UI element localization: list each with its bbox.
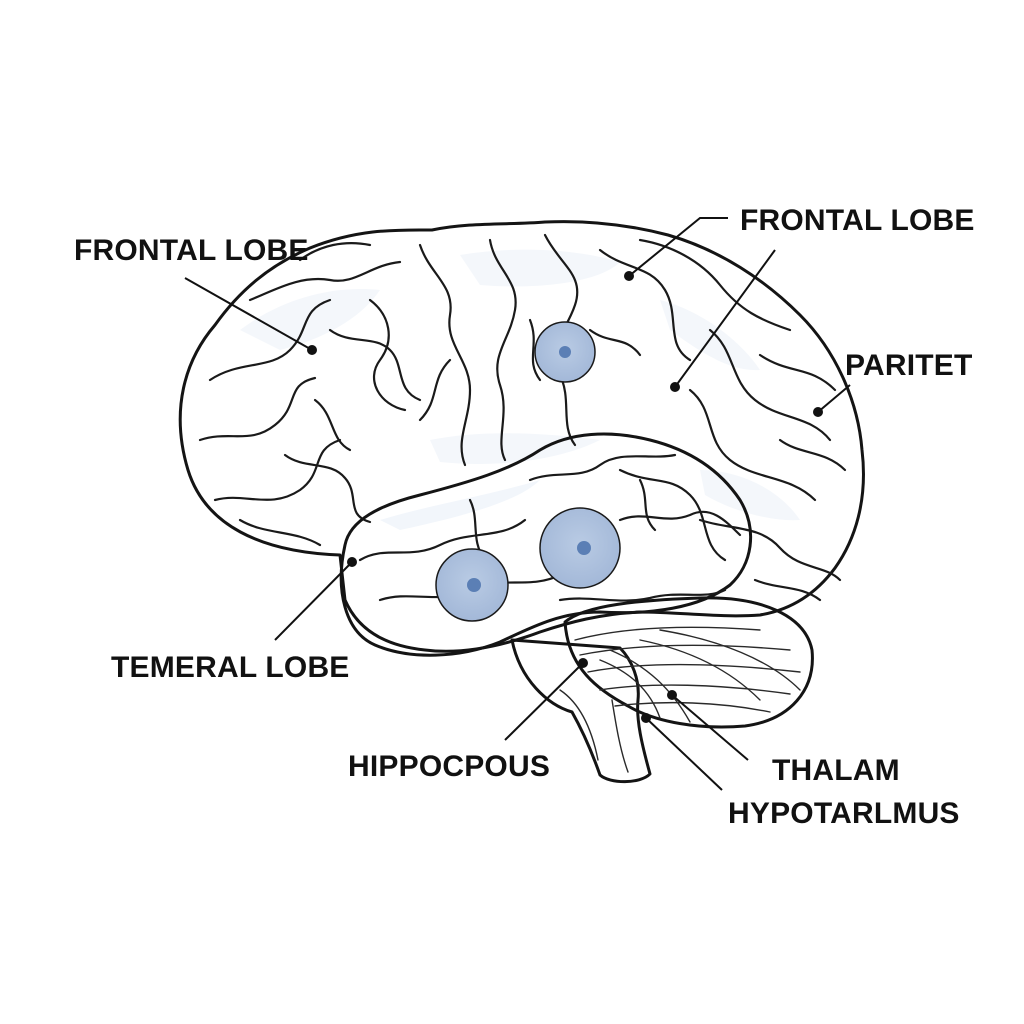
region-marker-temporal-lower <box>435 548 509 622</box>
label-frontal-lobe-left: FRONTAL LOBE <box>74 234 309 267</box>
label-parietal: PARITET <box>845 349 973 382</box>
region-marker-temporal-upper <box>539 507 621 589</box>
label-thalamus: THALAM <box>772 754 900 787</box>
region-marker-parietal <box>534 321 596 383</box>
label-hypothalamus: HYPOTARLMUS <box>728 797 960 830</box>
cerebellum <box>563 596 814 729</box>
leader-parietal <box>817 384 851 413</box>
leader-lines <box>184 217 851 791</box>
leader-frontal-right-2 <box>674 249 776 388</box>
label-frontal-lobe-right: FRONTAL LOBE <box>740 204 975 237</box>
leader-hippocampus <box>504 662 584 741</box>
cerebrum-outline <box>178 220 865 653</box>
brain-stem <box>510 638 652 784</box>
temporal-lobe <box>339 432 753 657</box>
leader-frontal-left <box>184 277 313 351</box>
cortex-folds <box>198 233 847 602</box>
leader-thalamus <box>671 694 749 761</box>
leader-frontal-right <box>628 217 728 277</box>
label-temporal-lobe: TEMERAL LOBE <box>111 651 350 684</box>
label-hippocampus: HIPPOCPOUS <box>348 750 550 783</box>
leader-temporal <box>274 561 353 641</box>
leader-hypothalamus <box>645 717 723 791</box>
